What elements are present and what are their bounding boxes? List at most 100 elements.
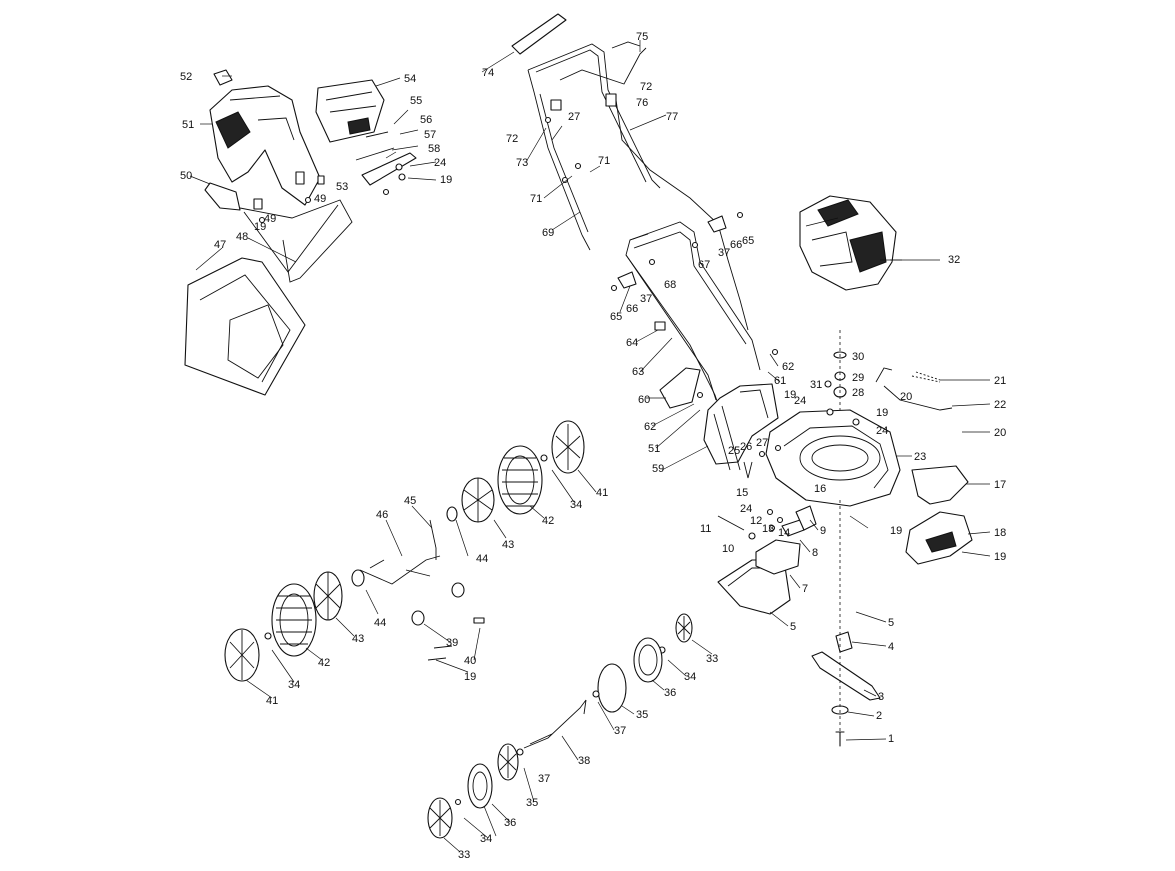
label-44b: 44 — [374, 617, 386, 629]
label-45: 45 — [404, 495, 416, 507]
label-52: 52 — [180, 71, 192, 83]
washer-37-left — [516, 748, 524, 756]
label-14: 14 — [778, 527, 790, 539]
label-43b: 43 — [352, 633, 364, 645]
label-12: 12 — [750, 515, 762, 527]
label-24a: 24 — [794, 395, 806, 407]
bolt-62b — [696, 391, 704, 399]
height-lever — [795, 505, 817, 531]
bolt-68 — [648, 258, 656, 266]
label-73: 73 — [516, 157, 528, 169]
label-5b: 5 — [790, 621, 796, 633]
screw-19b — [258, 216, 266, 224]
bag-handle — [213, 69, 233, 86]
label-36a: 36 — [664, 687, 676, 699]
label-77: 77 — [666, 111, 678, 123]
label-40: 40 — [464, 655, 476, 667]
label-33b: 33 — [458, 849, 470, 861]
label-27b: 27 — [568, 111, 580, 123]
lever-bracket — [550, 99, 562, 111]
label-62a: 62 — [782, 361, 794, 373]
label-19f: 19 — [254, 221, 266, 233]
engine — [799, 195, 897, 291]
label-61: 61 — [774, 375, 786, 387]
nut-34-right — [540, 454, 548, 462]
bolt-14 — [768, 524, 776, 532]
label-64: 64 — [626, 337, 638, 349]
label-24d: 24 — [434, 157, 446, 169]
bag-peg — [317, 175, 325, 185]
upper-handle — [527, 43, 661, 236]
label-56: 56 — [420, 114, 432, 126]
label-19b: 19 — [890, 525, 902, 537]
spring-40 — [427, 645, 453, 661]
rim-35-right — [597, 663, 627, 713]
bolt-24 — [826, 408, 834, 416]
label-36b: 36 — [504, 817, 516, 829]
cable-clip — [605, 93, 617, 107]
label-54: 54 — [404, 73, 416, 85]
label-33a: 33 — [706, 653, 718, 665]
label-34d: 34 — [480, 833, 492, 845]
clip-49-right — [295, 171, 305, 185]
label-25: 25 — [728, 445, 740, 457]
label-16: 16 — [814, 483, 826, 495]
rear-door — [659, 367, 701, 409]
label-19e: 19 — [464, 671, 476, 683]
rear-wheel-assembly — [224, 420, 585, 682]
label-66b: 66 — [730, 239, 742, 251]
label-3: 3 — [878, 691, 884, 703]
clip-40 — [473, 617, 485, 624]
label-37d: 37 — [718, 247, 730, 259]
label-19c: 19 — [876, 407, 888, 419]
blade-adapter — [835, 631, 853, 653]
rear-axle-bracket — [359, 519, 441, 585]
label-65b: 65 — [742, 235, 754, 247]
bushing-39b — [411, 610, 425, 626]
label-74: 74 — [482, 67, 494, 79]
bolt-13 — [776, 516, 784, 524]
nut-71 — [574, 162, 582, 170]
front-wheel-assembly — [427, 613, 693, 839]
leader-lines — [189, 40, 991, 853]
label-1: 1 — [888, 733, 894, 745]
blade — [811, 651, 881, 701]
rear-flap-bracket — [361, 152, 417, 186]
label-72a: 72 — [506, 133, 518, 145]
clip-49-left — [253, 198, 263, 210]
deck — [765, 409, 901, 507]
label-7: 7 — [802, 583, 808, 595]
label-15: 15 — [736, 487, 748, 499]
bolt-62 — [771, 348, 779, 356]
label-20a: 20 — [900, 391, 912, 403]
label-43a: 43 — [502, 539, 514, 551]
bolt-71 — [561, 176, 569, 184]
washer-24 — [395, 163, 403, 171]
label-44a: 44 — [476, 553, 488, 565]
bolt-19 — [852, 418, 860, 426]
label-10: 10 — [722, 543, 734, 555]
label-41a: 41 — [596, 487, 608, 499]
label-19g: 19 — [440, 174, 452, 186]
label-37b: 37 — [538, 773, 550, 785]
spring-25 — [743, 461, 753, 479]
label-62b: 62 — [644, 421, 656, 433]
label-30: 30 — [852, 351, 864, 363]
label-26: 26 — [740, 441, 752, 453]
handle-grip — [511, 13, 567, 55]
axle-rod — [883, 385, 953, 411]
label-24c: 24 — [740, 503, 752, 515]
label-47: 47 — [214, 239, 226, 251]
label-42b: 42 — [318, 657, 330, 669]
label-58: 58 — [428, 143, 440, 155]
label-49a: 49 — [264, 213, 276, 225]
throttle-cable — [615, 99, 749, 331]
height-adjust-rod — [875, 367, 893, 383]
label-34c: 34 — [288, 679, 300, 691]
grass-bag — [184, 257, 306, 396]
clip-plate — [204, 182, 241, 211]
label-11: 11 — [700, 523, 711, 535]
label-71a: 71 — [598, 155, 610, 167]
bushing-39a — [451, 582, 465, 598]
